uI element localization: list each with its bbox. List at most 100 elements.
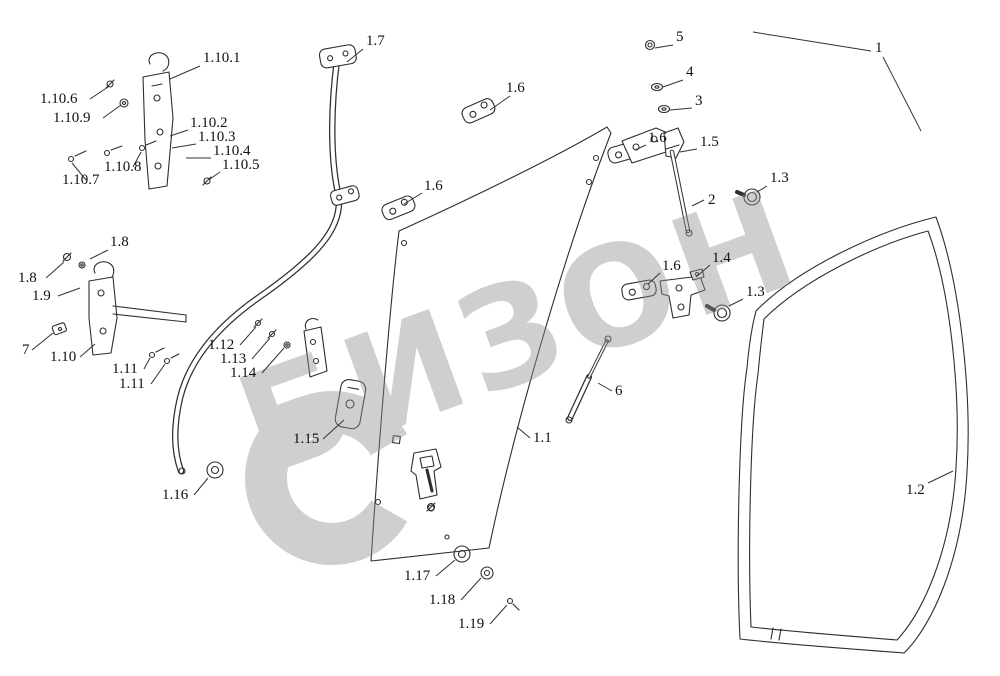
mount-plate-top — [461, 98, 496, 124]
part-label-1.16-36: 1.16 — [162, 487, 189, 503]
part-label-1.10.8-16: 1.10.8 — [104, 159, 142, 175]
part-label-5-2: 5 — [676, 29, 684, 45]
part-label-1.3-15: 1.3 — [770, 170, 789, 186]
leader-line-1.15-34 — [322, 419, 345, 440]
part-label-1.9-24: 1.9 — [32, 288, 51, 304]
part-label-1.11-31: 1.11 — [112, 361, 138, 377]
part-label-1.8-20: 1.8 — [110, 234, 129, 250]
part-label-1.13-29: 1.13 — [220, 351, 246, 367]
part-label-1.6-19: 1.6 — [424, 178, 443, 194]
part-label-1.15-34: 1.15 — [293, 431, 319, 447]
part-label-1.12-28: 1.12 — [208, 337, 234, 353]
leader-line-1.8-21 — [45, 261, 65, 279]
mid-right-bracket-assembly — [659, 268, 731, 322]
leader-line-1.10.1-0 — [169, 65, 201, 80]
part-label-1.10.5-14: 1.10.5 — [222, 157, 260, 173]
part-label-1.10.1-0: 1.10.1 — [203, 50, 241, 66]
leader-line-1.10.3-12 — [171, 143, 197, 149]
tube-top-bracket — [318, 44, 357, 69]
part-label-1-3: 1 — [875, 40, 883, 56]
glass-roller — [206, 461, 224, 479]
leader-line-4-4 — [662, 79, 684, 88]
leader-line-1.8-20 — [89, 249, 109, 260]
latch-handle-group — [410, 448, 520, 611]
leader-line-1.6-10 — [634, 144, 647, 151]
lower-hinge-bracket — [51, 252, 187, 365]
leader-line-1.10.8-16 — [132, 151, 142, 168]
part-label-1.10.6-5: 1.10.6 — [40, 91, 78, 107]
leader-line-1.10.6-5 — [89, 86, 109, 100]
leader-line-1.9-24 — [57, 287, 81, 297]
part-label-1.1-35: 1.1 — [533, 430, 552, 446]
leader-line-1.10.2-9 — [169, 129, 189, 137]
center-hinge — [253, 318, 367, 430]
door-seal — [737, 216, 969, 654]
leader-line-1.19-40 — [489, 604, 508, 625]
leader-line-1.10.9-7 — [102, 104, 122, 119]
part-label-1.14-30: 1.14 — [230, 365, 257, 381]
watermark-text: БИЗОН — [218, 158, 820, 508]
leader-line-1.6-19 — [403, 192, 423, 205]
part-label-2-18: 2 — [708, 192, 716, 208]
leader-line-1.4-23 — [695, 264, 711, 278]
leader-line-1-3 — [882, 56, 922, 132]
part-label-1.3-25: 1.3 — [746, 284, 765, 300]
part-label-1.6-8: 1.6 — [506, 80, 525, 96]
part-label-3-6: 3 — [695, 93, 703, 109]
part-label-4-4: 4 — [686, 64, 694, 80]
leader-line-6-33 — [597, 382, 613, 392]
leader-line-5-2 — [654, 44, 674, 49]
leader-line-7-26 — [31, 332, 54, 351]
part-label-1.6-22: 1.6 — [662, 258, 681, 274]
part-label-1.19-40: 1.19 — [458, 616, 484, 632]
leader-line-1.1-35 — [516, 426, 531, 439]
part-label-1.10.2-9: 1.10.2 — [190, 115, 228, 131]
leader-line-1.10-27 — [79, 343, 96, 358]
part-label-1.7-1: 1.7 — [366, 33, 385, 49]
part-label-1.18-39: 1.18 — [429, 592, 455, 608]
leader-line-1.2-37 — [927, 470, 954, 484]
leader-line-2-18 — [691, 199, 705, 207]
part-label-1.4-23: 1.4 — [712, 250, 731, 266]
part-label-7-26: 7 — [22, 342, 30, 358]
leader-line-1.12-28 — [239, 326, 257, 346]
leader-line-1.10.5-14 — [209, 171, 221, 180]
leader-line-1.7-1 — [346, 48, 364, 63]
watermark-logo-icon — [245, 391, 419, 565]
gas-strut — [565, 335, 612, 424]
leader-line-1.13-29 — [251, 337, 271, 360]
leader-line-1.14-30 — [261, 347, 285, 374]
leader-line-1.10.7-17 — [71, 162, 87, 181]
tube-mid-lug — [329, 185, 360, 206]
leader-line-1.11-31 — [143, 357, 151, 370]
leader-line-1.17-38 — [435, 559, 456, 577]
leader-line-1.6-8 — [489, 95, 511, 111]
door-glass — [370, 126, 612, 562]
part-label-1.6-10: 1.6 — [648, 130, 667, 146]
callout-layer: 1.10.1 1.7 5 1 4 1.10.6 3 1.10.9 1.6 1.10.2 1.6 1.5… — [18, 29, 954, 632]
leader-line-1-3 — [752, 31, 872, 52]
part-label-1.17-38: 1.17 — [404, 568, 431, 584]
leader-line-1.3-25 — [728, 298, 744, 307]
leader-line-1.18-39 — [460, 577, 482, 601]
part-label-1.10.4-13: 1.10.4 — [213, 143, 251, 159]
upper-hinge-bracket — [67, 52, 212, 190]
part-label-6-33: 6 — [615, 383, 623, 399]
leader-line-1.11-32 — [150, 363, 166, 385]
mount-plate-mid-right — [621, 279, 657, 301]
leader-line-3-6 — [669, 107, 693, 111]
leader-line-1.5-11 — [679, 148, 698, 153]
part-label-1.10.7-17: 1.10.7 — [62, 172, 100, 188]
part-label-1.10.9-7: 1.10.9 — [53, 110, 91, 126]
part-label-1.8-21: 1.8 — [18, 270, 37, 286]
watermark: БИЗОН — [218, 158, 820, 565]
part-label-1.10.3-12: 1.10.3 — [198, 129, 236, 145]
part-label-1.11-32: 1.11 — [119, 376, 145, 392]
leader-line-1.3-15 — [756, 185, 768, 193]
part-label-1.5-11: 1.5 — [700, 134, 719, 150]
leader-line-1.6-22 — [647, 272, 661, 285]
leader-line-1.16-36 — [193, 477, 209, 496]
mount-plate-left — [381, 195, 416, 221]
